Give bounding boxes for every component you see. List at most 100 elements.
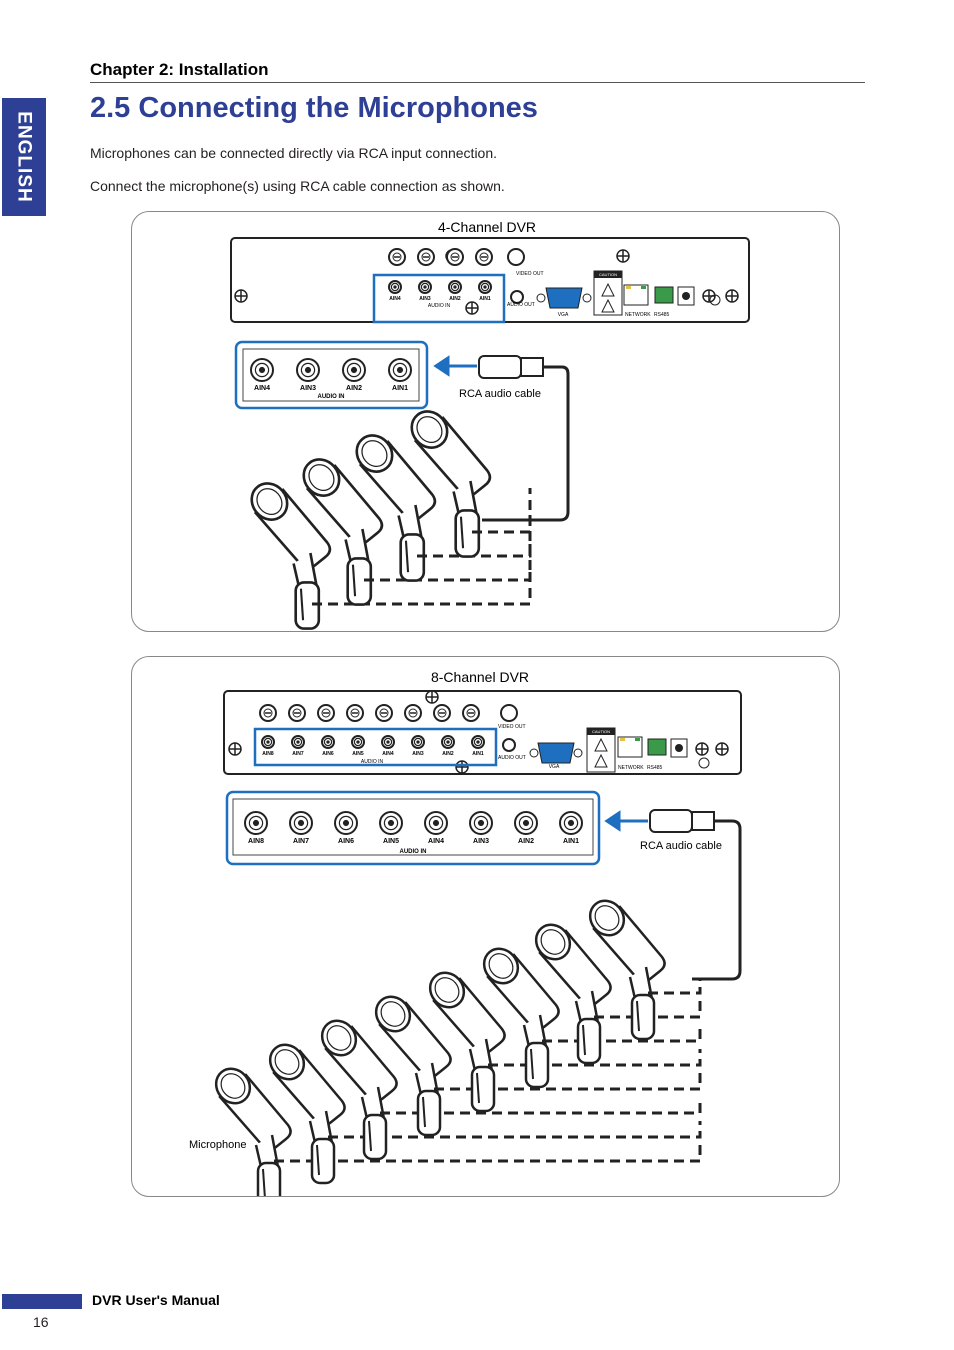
- rs485-terminal: [654, 286, 674, 304]
- vga-label: VGA: [558, 312, 569, 318]
- dashed-cable: [542, 1025, 702, 1043]
- rca-jack-label: AIN7: [292, 751, 304, 757]
- microphone-icon: [214, 1067, 292, 1196]
- chapter-heading: Chapter 2: Installation: [90, 60, 269, 79]
- bnc-video-inputs: [388, 248, 525, 266]
- dashed-cable: [364, 536, 532, 582]
- video-out-connector: [500, 704, 518, 722]
- microphone-icon: [410, 410, 492, 558]
- microphone-icon: [588, 899, 666, 1041]
- manual-title: DVR User's Manual: [92, 1292, 220, 1308]
- dashed-cable: [648, 979, 702, 995]
- audio-in-label: AUDIO IN: [400, 849, 427, 855]
- ground-icon: [698, 757, 710, 769]
- rca-jack-label: AIN3: [300, 385, 316, 392]
- microphone-icon: [250, 482, 332, 630]
- section-title: 2.5 Connecting the Microphones: [90, 92, 538, 124]
- network-port: [617, 736, 643, 758]
- vga-label: VGA: [549, 764, 560, 770]
- dvr-back-panel: [223, 690, 742, 775]
- language-label: ENGLISH: [14, 111, 36, 203]
- dashed-cable: [274, 1145, 702, 1163]
- rca-cable-label: RCA audio cable: [459, 388, 541, 400]
- video-out-label: VIDEO OUT: [498, 724, 526, 730]
- microphones: [214, 899, 702, 1196]
- audio-in-highlight: [372, 273, 506, 324]
- rca-jack-label: AIN2: [449, 296, 461, 302]
- rca-jack-label: AIN1: [479, 296, 491, 302]
- microphone-icon: [534, 923, 612, 1065]
- rca-jack-label: AIN4: [428, 838, 444, 845]
- zoomed-rca-inputs: AIN4 AIN3 AIN2 AIN1: [250, 358, 412, 392]
- dashed-cable: [417, 512, 532, 558]
- audio-in-highlight: [253, 727, 498, 767]
- rs485-label: RS485: [654, 312, 670, 318]
- vga-port: [537, 742, 575, 764]
- rca-jack-label: AIN4: [254, 385, 270, 392]
- microphone-icon: [428, 971, 506, 1113]
- audio-in-small-label: AUDIO IN: [428, 303, 451, 309]
- warning-icon: [601, 282, 615, 297]
- rca-jack-label: AIN8: [262, 751, 274, 757]
- insert-arrow-icon: [433, 355, 477, 377]
- bnc-video-inputs: [259, 704, 518, 722]
- rca-plug: [649, 809, 693, 833]
- network-label: NETWORK: [618, 765, 644, 771]
- page-number: 16: [33, 1314, 49, 1330]
- intro-paragraph: Microphones can be connected directly vi…: [90, 145, 498, 161]
- network-port: [623, 284, 649, 306]
- microphone-icon: [355, 434, 437, 582]
- warning-icon: [594, 737, 608, 752]
- rca-jack-label: AIN2: [518, 838, 534, 845]
- caution-text: CAUTION: [599, 272, 617, 277]
- diagram-title: 8-Channel DVR: [431, 669, 529, 685]
- microphone-icon: [268, 1043, 346, 1185]
- video-out-connector: [507, 248, 525, 266]
- caution-label: [593, 270, 623, 316]
- network-label: NETWORK: [625, 312, 651, 318]
- video-out-label: VIDEO OUT: [516, 271, 544, 277]
- microphone-icon: [302, 458, 384, 606]
- rca-jack-label: AIN4: [382, 751, 394, 757]
- instruction-paragraph: Connect the microphone(s) using RCA cabl…: [90, 178, 505, 194]
- audio-out-label: AUDIO OUT: [507, 302, 535, 308]
- rs485-label: RS485: [647, 765, 663, 771]
- vga-port: [545, 287, 583, 309]
- audio-out-jack: [510, 290, 524, 304]
- dashed-cable: [488, 1049, 702, 1067]
- rca-jack-label: AIN5: [383, 838, 399, 845]
- warning-icon: [601, 298, 615, 313]
- rca-cable: [692, 819, 742, 981]
- microphones: [250, 410, 532, 630]
- rca-jack-label: AIN3: [412, 751, 424, 757]
- audio-out-label: AUDIO OUT: [498, 755, 526, 761]
- microphone-icon: [374, 995, 452, 1137]
- rs485-terminal: [647, 738, 667, 756]
- microphone-icon: [482, 947, 560, 1089]
- rca-jack-label: AIN7: [293, 838, 309, 845]
- rca-jack-label: AIN1: [563, 838, 579, 845]
- chapter-divider: [90, 82, 865, 83]
- dashed-cable: [312, 560, 532, 606]
- dashed-cable: [380, 1097, 702, 1115]
- audio-in-small-label: AUDIO IN: [361, 759, 384, 765]
- insert-arrow-icon: [604, 810, 648, 832]
- dashed-cable: [472, 488, 532, 534]
- microphone-icon: [320, 1019, 398, 1161]
- rca-jack-label: AIN2: [346, 385, 362, 392]
- rca-jack-label: AIN8: [248, 838, 264, 845]
- rca-cable: [482, 365, 570, 522]
- audio-out-jack: [502, 738, 516, 752]
- dashed-cable: [328, 1121, 702, 1139]
- ground-icon: [709, 294, 721, 306]
- caution-text: CAUTION: [592, 729, 610, 734]
- rca-jack-label: AIN3: [419, 296, 431, 302]
- language-tab: ENGLISH: [2, 98, 46, 216]
- rca-jack-label: AIN1: [392, 385, 408, 392]
